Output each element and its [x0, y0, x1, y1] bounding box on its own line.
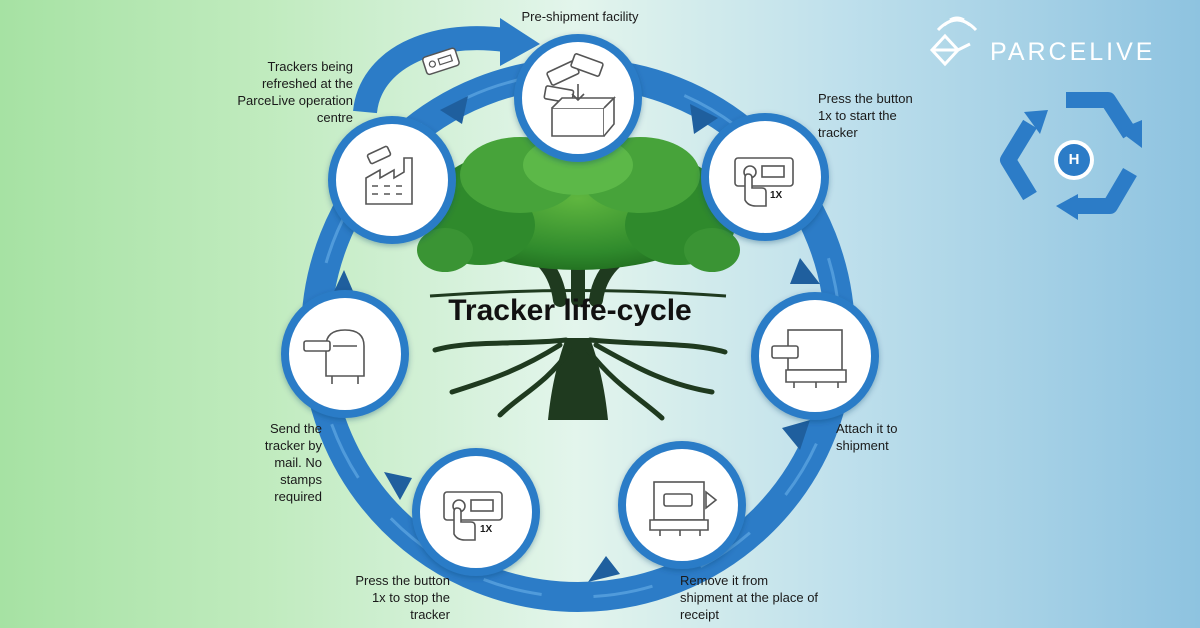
- arrow-chevron: [384, 472, 412, 500]
- step-label-press-start: Press the button 1x to start the tracker: [818, 91, 913, 140]
- step-label-press-stop: Press the button 1x to stop the tracker: [355, 573, 450, 622]
- mailbox-icon: [303, 329, 365, 384]
- step-label-pre-shipment: Pre-shipment facility: [521, 9, 639, 24]
- tree-icon: [417, 135, 740, 421]
- tracker-on-pallet-icon: [771, 329, 847, 388]
- arrow-chevron: [782, 420, 810, 450]
- press-button-icon: [734, 157, 794, 207]
- step-label-attach: Attach it to shipment: [836, 421, 898, 453]
- arrow-chevron: [690, 104, 718, 134]
- stop-press-count: 1X: [480, 524, 493, 535]
- arrow-chevron: [440, 96, 468, 124]
- return-arrow: [353, 18, 540, 114]
- tracker-device-icon: [422, 47, 460, 76]
- step-label-refresh: Trackers being refreshed at the ParceLiv…: [237, 59, 353, 125]
- factory-icon: [365, 145, 413, 205]
- remove-tracker-icon: [649, 481, 718, 536]
- diagram-title: Tracker life-cycle: [448, 294, 692, 327]
- brand-name: PARCELIVE: [990, 38, 1156, 66]
- wifi-diamond-logo-icon: [929, 16, 978, 67]
- step-label-mail: Send the tracker by mail. No stamps requ…: [264, 421, 322, 504]
- recycle-arrows-icon: [1000, 92, 1142, 220]
- arrow-chevron: [588, 556, 620, 582]
- start-press-count: 1X: [770, 190, 783, 201]
- arrow-chevron: [790, 258, 820, 284]
- recycle-badge-letter: H: [1068, 151, 1080, 168]
- step-label-remove: Remove it from shipment at the place of …: [680, 573, 819, 622]
- press-button-icon: [443, 491, 503, 541]
- box-with-trackers-icon: [543, 53, 616, 137]
